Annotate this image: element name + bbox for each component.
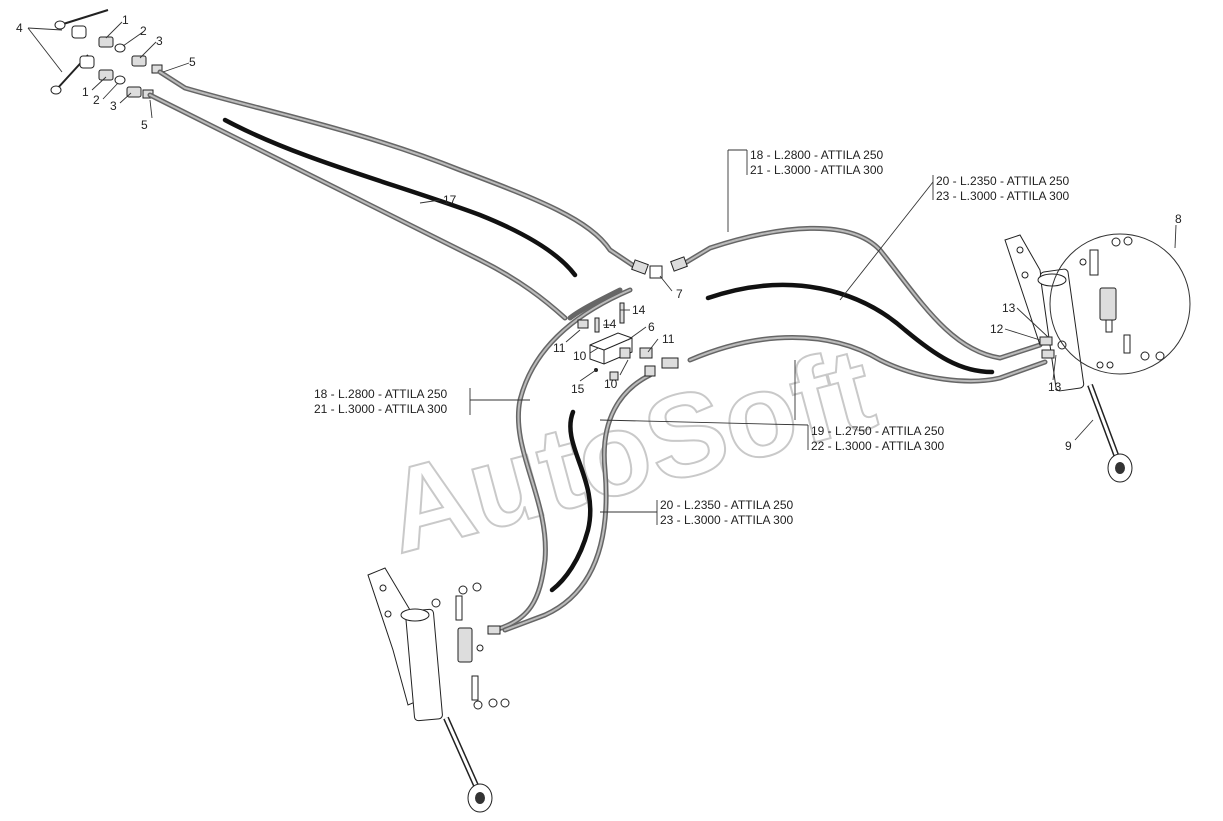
quick-coupler-group-upper (54, 9, 163, 74)
callout-5-upper: 5 (189, 55, 196, 69)
callout-12: 12 (990, 322, 1004, 336)
left-cylinder (367, 567, 510, 813)
callout-9: 9 (1065, 439, 1072, 453)
callout-17: 17 (443, 193, 457, 207)
watermark-text: AutoSoft (372, 322, 887, 578)
hose-labels: 18 - L.2800 - ATTILA 250 21 - L.3000 - A… (314, 148, 1070, 527)
quick-coupler-group-lower (50, 54, 154, 99)
callout-15: 15 (571, 382, 585, 396)
hose-label-mid-2: 22 - L.3000 - ATTILA 300 (811, 439, 945, 453)
hose-label-low-1: 20 - L.2350 - ATTILA 250 (660, 498, 794, 512)
callout-6: 6 (648, 320, 655, 334)
callout-1-upper: 1 (122, 13, 129, 27)
hose-label-mid-1: 19 - L.2750 - ATTILA 250 (811, 424, 945, 438)
callout-13-upper: 13 (1002, 301, 1016, 315)
hose-label-top-a-1: 18 - L.2800 - ATTILA 250 (750, 148, 884, 162)
callout-3-lower: 3 (110, 99, 117, 113)
hose-label-top-b-2: 23 - L.3000 - ATTILA 300 (936, 189, 1070, 203)
callout-2-lower: 2 (93, 93, 100, 107)
fitting-7 (631, 256, 688, 279)
callout-3-upper: 3 (156, 34, 163, 48)
callout-11-left: 11 (553, 341, 566, 355)
callout-13-lower: 13 (1048, 380, 1062, 394)
callout-14-right: 14 (632, 303, 646, 317)
hose-label-top-a-2: 21 - L.3000 - ATTILA 300 (750, 163, 884, 177)
protective-sleeves (222, 117, 995, 593)
hose-label-left-1: 18 - L.2800 - ATTILA 250 (314, 387, 448, 401)
callout-1-lower: 1 (82, 85, 89, 99)
callout-10-left: 10 (573, 349, 587, 363)
detail-circle (1049, 233, 1191, 375)
callout-7: 7 (676, 287, 683, 301)
hose-label-left-2: 21 - L.3000 - ATTILA 300 (314, 402, 448, 416)
callout-4: 4 (16, 21, 23, 35)
callout-2-upper: 2 (140, 24, 147, 38)
hose-group (147, 69, 1048, 633)
hose-label-low-2: 23 - L.3000 - ATTILA 300 (660, 513, 794, 527)
leader-lines (27, 21, 1177, 525)
callout-numbers: 1 2 3 4 5 1 2 3 5 17 7 14 14 6 11 11 10 … (16, 13, 1182, 453)
hose-label-top-b-1: 20 - L.2350 - ATTILA 250 (936, 174, 1070, 188)
distribution-block (577, 302, 679, 381)
callout-10-right: 10 (604, 377, 618, 391)
callout-11-right: 11 (662, 332, 675, 346)
callout-5-lower: 5 (141, 118, 148, 132)
callout-14-left: 14 (603, 317, 617, 331)
callout-8: 8 (1175, 212, 1182, 226)
right-cylinder (1004, 234, 1133, 483)
